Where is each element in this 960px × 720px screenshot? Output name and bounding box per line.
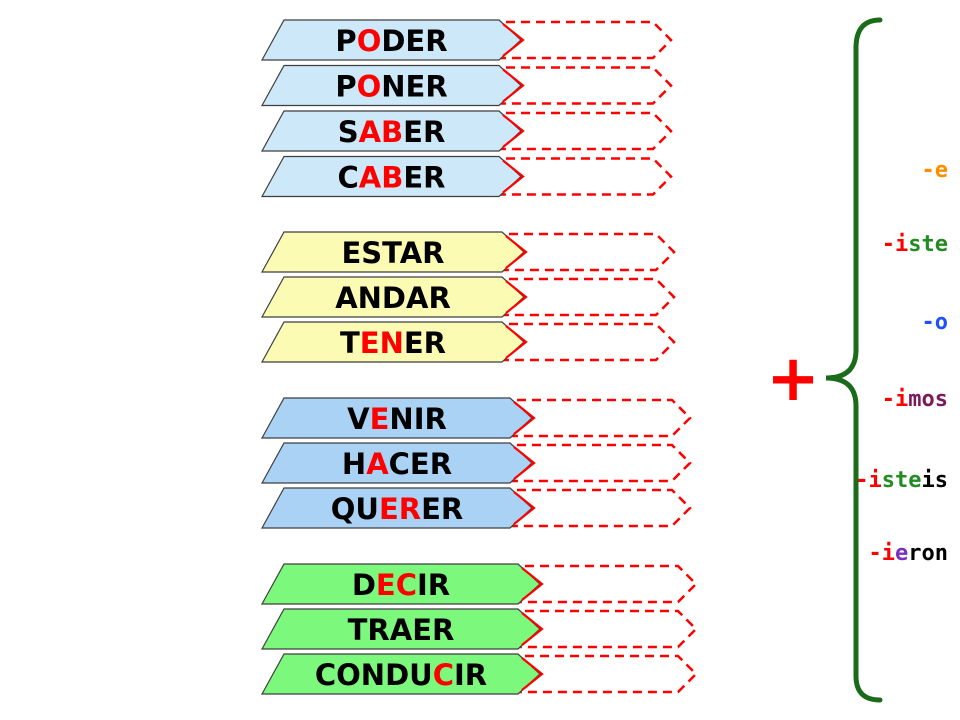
- verb-rows: PODERPONERSABERCABERESTARANDARTENERVENIR…: [260, 19, 698, 695]
- arrow-tip-accent: [505, 235, 528, 269]
- verb-label-part: ER: [404, 326, 446, 360]
- ending-part: e: [895, 541, 909, 566]
- verb-label-part: ER: [403, 161, 445, 195]
- answer-slot[interactable]: [494, 232, 676, 272]
- verb-label-part: EN: [360, 326, 404, 360]
- verb-label-part: P: [335, 70, 356, 104]
- answer-slot[interactable]: [491, 20, 673, 60]
- ending-part: mos: [908, 387, 948, 412]
- verb-label-part: IR: [417, 568, 450, 602]
- answer-slot[interactable]: [494, 277, 676, 317]
- arrow-tip-accent: [502, 114, 525, 148]
- verb-label-part: A: [366, 447, 389, 481]
- ending-part: ste: [881, 468, 922, 493]
- verb-label-part: D: [352, 568, 376, 602]
- arrow-tip-accent: [505, 325, 528, 359]
- verb-label: VENIR: [347, 402, 447, 436]
- ending-item: -ieron: [869, 541, 949, 567]
- arrow-tip-accent: [513, 491, 536, 525]
- verb-label: HACER: [342, 447, 452, 481]
- verb-label-part: DER: [381, 24, 447, 58]
- verb-label-part: CER: [389, 447, 452, 481]
- verb-label: SABER: [338, 115, 446, 149]
- verb-label: TENER: [340, 326, 446, 360]
- ending-part: i: [895, 232, 909, 257]
- ending-item: -isteis: [855, 468, 948, 494]
- verb-label: ANDAR: [335, 281, 451, 315]
- verb-label-part: IR: [454, 658, 487, 692]
- answer-slot[interactable]: [510, 654, 698, 694]
- verb-label: CABER: [338, 161, 446, 195]
- verb-label-part: V: [347, 402, 370, 436]
- verb-label-part: TRAER: [348, 613, 455, 647]
- verb-label-part: CONDU: [315, 658, 433, 692]
- answer-slot[interactable]: [491, 66, 673, 105]
- verb-label-part: ER: [403, 115, 445, 149]
- verb-label-part: NIR: [389, 402, 446, 436]
- verb-label-part: C: [433, 658, 454, 692]
- verb-label: QUERER: [331, 492, 463, 526]
- arrow-tip-accent: [521, 657, 544, 691]
- answer-slot[interactable]: [502, 443, 692, 483]
- answer-slot[interactable]: [502, 488, 692, 528]
- verb-label-part: NER: [381, 70, 447, 104]
- verb-label-part: P: [335, 24, 356, 58]
- verb-label: TRAER: [348, 613, 455, 647]
- verb-label: PODER: [335, 24, 447, 58]
- answer-slot[interactable]: [491, 157, 673, 196]
- verb-label-part: S: [338, 115, 359, 149]
- curly-brace: [825, 17, 883, 703]
- ending-item: -iste: [882, 232, 948, 258]
- verb-label-part: QU: [331, 492, 379, 526]
- arrow-tip-accent: [521, 567, 544, 601]
- answer-slot[interactable]: [510, 609, 698, 649]
- ending-part: i: [868, 468, 882, 493]
- arrow-tip-accent: [505, 280, 528, 314]
- ending-part: -: [881, 387, 895, 412]
- ending-part: -: [868, 541, 882, 566]
- verb-label-part: ESTAR: [341, 236, 444, 270]
- verb-label-part: AB: [359, 161, 404, 195]
- verb-label-part: E: [370, 402, 390, 436]
- ending-part: -e: [921, 158, 949, 183]
- verb-label-part: O: [357, 24, 382, 58]
- verb-label-part: H: [342, 447, 366, 481]
- arrow-tip-accent: [521, 612, 544, 646]
- verb-label-part: C: [338, 161, 359, 195]
- verb-label-part: ER: [421, 492, 463, 526]
- answer-slot[interactable]: [502, 398, 692, 438]
- ending-item: -e: [922, 158, 949, 184]
- ending-part: is: [921, 468, 949, 493]
- verb-label: ESTAR: [341, 236, 444, 270]
- verb-label-part: ER: [379, 492, 421, 526]
- ending-part: -o: [921, 310, 949, 335]
- verb-label-part: O: [357, 70, 382, 104]
- endings-list: -e-iste-o-imos-isteis-ieron: [840, 0, 960, 720]
- answer-slot[interactable]: [510, 564, 698, 604]
- answer-slot[interactable]: [491, 111, 673, 151]
- arrow-tip-accent: [513, 446, 536, 480]
- arrow-tip-accent: [502, 68, 525, 103]
- ending-part: i: [895, 387, 909, 412]
- verb-label-part: T: [340, 326, 360, 360]
- verb-label-part: EC: [376, 568, 417, 602]
- verb-label-part: ANDAR: [335, 281, 451, 315]
- verb-label: DECIR: [352, 568, 450, 602]
- answer-slot[interactable]: [494, 322, 676, 362]
- ending-part: i: [881, 541, 895, 566]
- arrow-tip-accent: [513, 401, 536, 435]
- ending-part: ron: [908, 541, 948, 566]
- ending-item: -o: [922, 310, 949, 336]
- ending-part: -: [855, 468, 869, 493]
- arrow-tip-accent: [502, 23, 525, 57]
- verb-label: PONER: [335, 70, 447, 104]
- ending-part: ste: [908, 232, 948, 257]
- arrow-tip-accent: [502, 159, 525, 194]
- ending-item: -imos: [882, 387, 948, 413]
- plus-sign: +: [766, 342, 820, 416]
- verb-label: CONDUCIR: [315, 658, 487, 692]
- ending-part: -: [881, 232, 895, 257]
- verb-label-part: AB: [359, 115, 404, 149]
